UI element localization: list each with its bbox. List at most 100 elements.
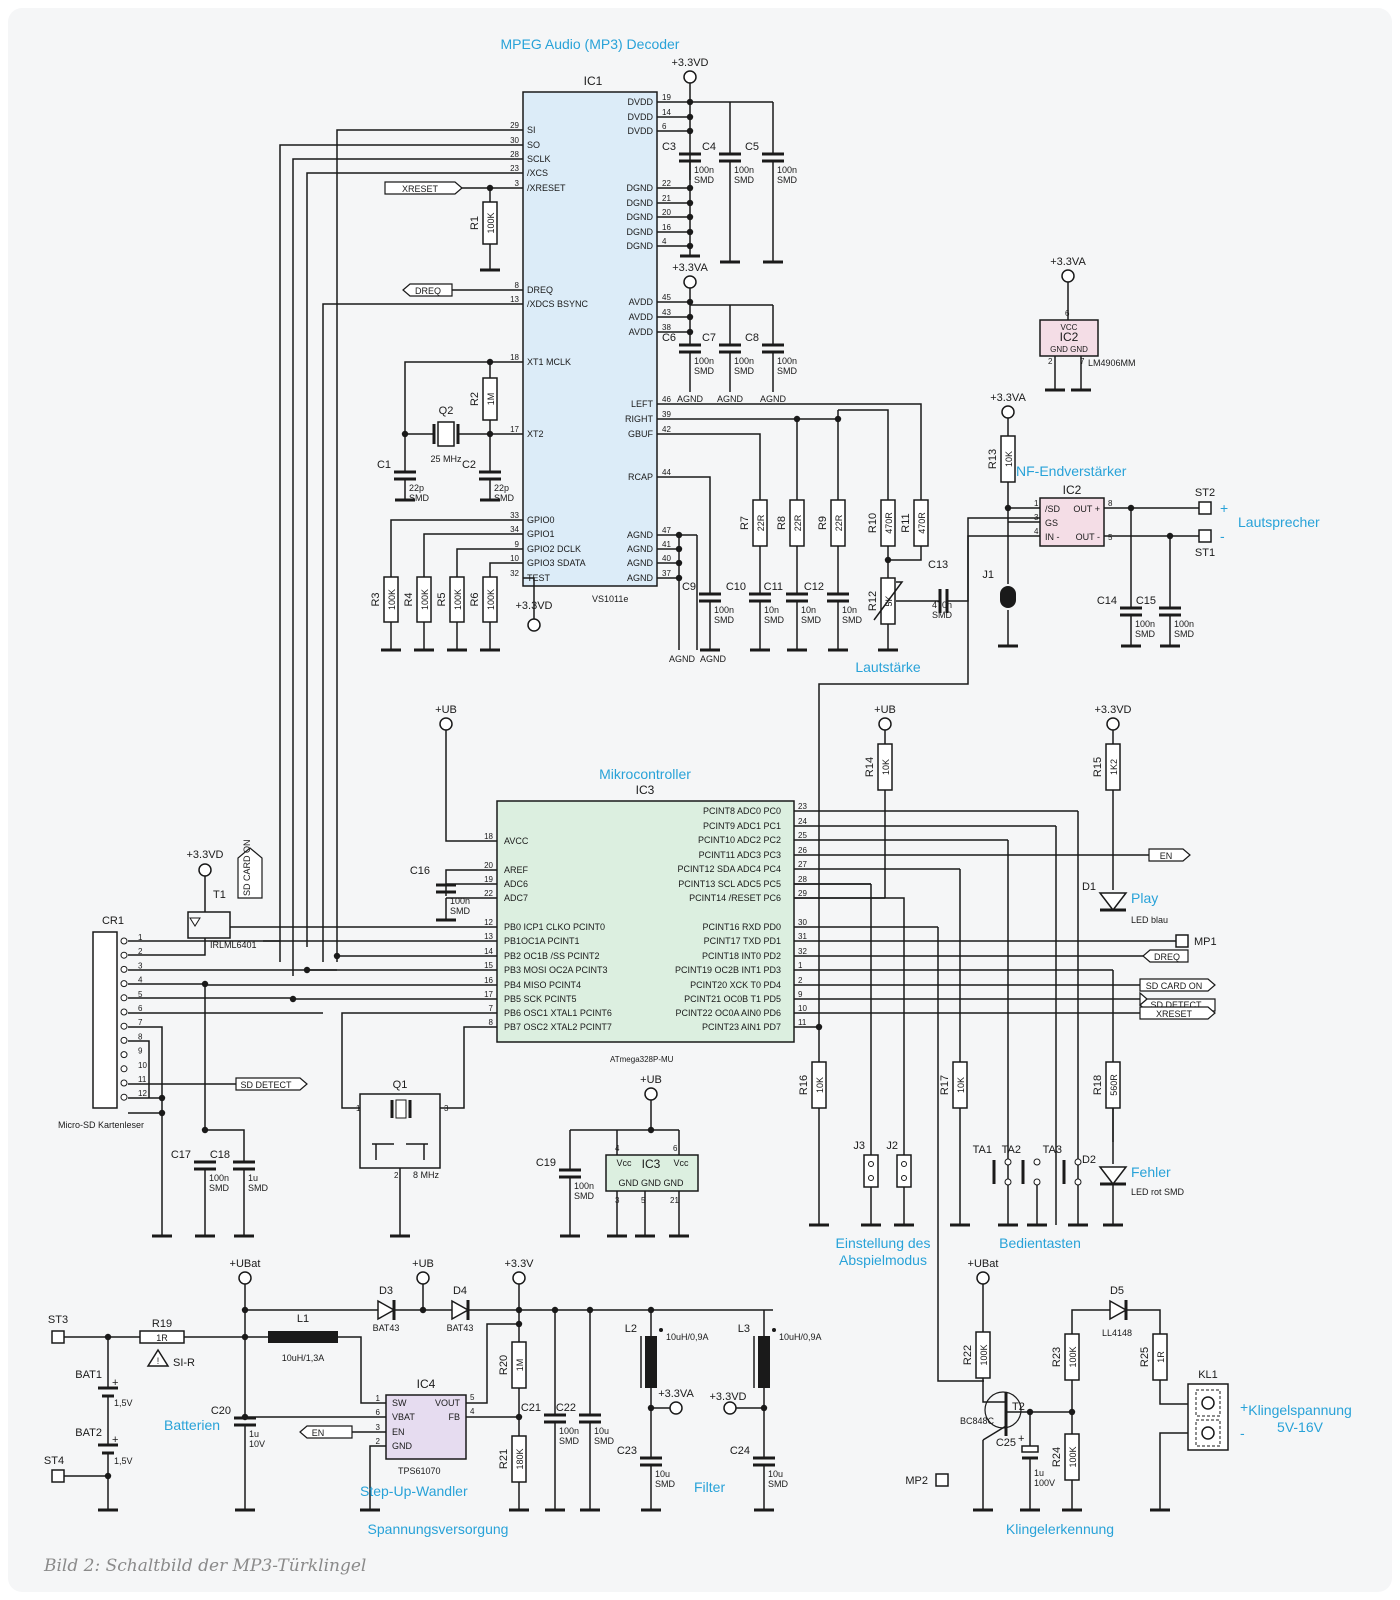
ic1-pin-number: 22 (662, 179, 671, 188)
ic3-pin-name: PB4 MISO PCINT4 (504, 980, 581, 990)
ic1-pin-number: 30 (510, 136, 519, 145)
c4-value2: SMD (734, 175, 755, 185)
ic3-pin-number: 20 (484, 861, 493, 870)
c14-value: 100n (1135, 619, 1155, 629)
ic1-pin-number: 40 (662, 554, 671, 563)
bat2-value: 1,5V (114, 1456, 133, 1466)
ic3-pin-number: 24 (798, 817, 807, 826)
ic3-atmega-body (496, 800, 795, 1043)
ic3-pin-name: AREF (504, 865, 529, 875)
agnd-label: AGND (677, 394, 704, 404)
l2-value: 10uH/0,9A (666, 1332, 709, 1342)
cr1-pin-number: 2 (138, 947, 143, 956)
j3-ref: J3 (853, 1140, 865, 1152)
ic2-pin: 4 (1034, 527, 1039, 536)
ic3-pin-number: 13 (484, 932, 493, 941)
ic3-pin-name: PCINT8 ADC0 PC0 (703, 806, 781, 816)
wire (1159, 1380, 1188, 1405)
ic3-pin-name: PCINT22 OC0A AIN0 PD6 (675, 1008, 781, 1018)
speaker-minus: - (1220, 528, 1225, 544)
ic1-pin-name: DGND (627, 183, 654, 193)
wire (838, 409, 889, 500)
ic2-vcc-label: VCC (1061, 323, 1078, 332)
ic1-pin-number: 6 (662, 122, 667, 131)
supply-terminal (416, 1271, 430, 1285)
rcap-wire (657, 476, 711, 594)
supply-label: +UB (874, 704, 896, 716)
r16-body (811, 1061, 827, 1109)
c20-value: 1u (249, 1429, 259, 1439)
ic4-pin-name: EN (392, 1427, 405, 1437)
ic3-pin-name: PCINT11 ADC3 PC3 (699, 850, 781, 860)
ic1-pin-name: DVDD (627, 112, 653, 122)
ic1-pin-name: DVDD (627, 97, 653, 107)
mode-label-1: Einstellung des (836, 1235, 931, 1251)
r4-value: 100K (420, 589, 430, 610)
r1-ref: R1 (469, 216, 481, 230)
ic2-ref: IC2 (1060, 330, 1079, 344)
cr1-pin-number: 11 (138, 1075, 147, 1084)
junction-dot (515, 1320, 523, 1328)
batteries-label: Batterien (164, 1417, 220, 1433)
junction-dot (815, 1023, 823, 1031)
ic3-pin-number: 32 (798, 947, 807, 956)
c24-ref: C24 (730, 1445, 750, 1457)
supply-label: +3.3V (504, 1258, 534, 1270)
ic3-pin-number: 10 (798, 1004, 807, 1013)
cr1-pin-number: 6 (138, 1004, 143, 1013)
d3-ref: D3 (379, 1285, 393, 1297)
cr1-pin (120, 1022, 128, 1030)
l3-ref: L3 (738, 1323, 750, 1335)
sd-detect-flag (235, 1077, 308, 1091)
junction-dot (647, 1306, 655, 1314)
ic1-pin-name: DVDD (627, 126, 653, 136)
d4-ref: D4 (453, 1285, 467, 1297)
j1-jumper (1000, 586, 1016, 608)
label: 2 (394, 1171, 399, 1180)
wire (423, 533, 523, 577)
ic3-pin-number: 26 (798, 846, 807, 855)
ic1-pin-name: DGND (627, 227, 654, 237)
ic1-pin-number: 44 (662, 468, 671, 477)
sd-card-on-label: SD CARD ON (1146, 981, 1203, 991)
c22-ref: C22 (556, 1402, 576, 1414)
left-output-wire (657, 403, 922, 500)
ic3-pin-name: PCINT23 AIN1 PD7 (702, 1022, 781, 1032)
bell-minus: - (1240, 1425, 1245, 1441)
r18-value: 560R (1109, 1074, 1119, 1096)
ic2-gnd-label: GND GND (1050, 345, 1088, 354)
t1-supply-label: +3.3VD (187, 849, 224, 861)
bell-plus: + (1240, 1399, 1248, 1415)
l2-ref: L2 (625, 1323, 637, 1335)
wire (390, 519, 523, 577)
circle (659, 1328, 663, 1332)
q2-crystal (437, 421, 455, 447)
junction-dot (419, 1306, 427, 1314)
ic1-pin-number: 14 (662, 108, 671, 117)
r10-value: 470R (884, 512, 894, 534)
ic1-pin-number: 43 (662, 308, 671, 317)
t1-supply (198, 863, 212, 877)
c7-ref: C7 (702, 332, 716, 344)
ic1-pin-name: GPIO3 SDATA (527, 558, 586, 568)
cr1-ref: CR1 (102, 915, 124, 927)
t2-ref: T2 (1012, 1401, 1025, 1413)
mode-label-2: Abspielmodus (839, 1252, 927, 1268)
r5-ref: R5 (436, 592, 448, 606)
sd-detect-mcu-label: SD DETECT (1150, 1000, 1202, 1010)
cr1-pin (120, 994, 128, 1002)
ic3-pin-name: PCINT14 /RESET PC6 (689, 893, 781, 903)
volume-mix-wire (887, 546, 922, 561)
junction-dot (241, 1306, 249, 1314)
label: 6 (673, 1144, 678, 1153)
ic2-pin-name: /SD (1045, 504, 1061, 514)
supply-label: +3.3VA (990, 392, 1026, 404)
ic3-pin-name: PB0 ICP1 CLKO PCINT0 (504, 922, 605, 932)
ic1-pin-name: DGND (627, 198, 654, 208)
dreq-flag-mcu (1142, 949, 1189, 963)
ic1-pin-name: AGND (627, 530, 654, 540)
junction-dot (551, 1306, 559, 1314)
ic3-pin-name: PCINT10 ADC2 PC2 (698, 835, 781, 845)
st4-terminal (51, 1469, 65, 1483)
c17-value2: SMD (209, 1183, 230, 1193)
